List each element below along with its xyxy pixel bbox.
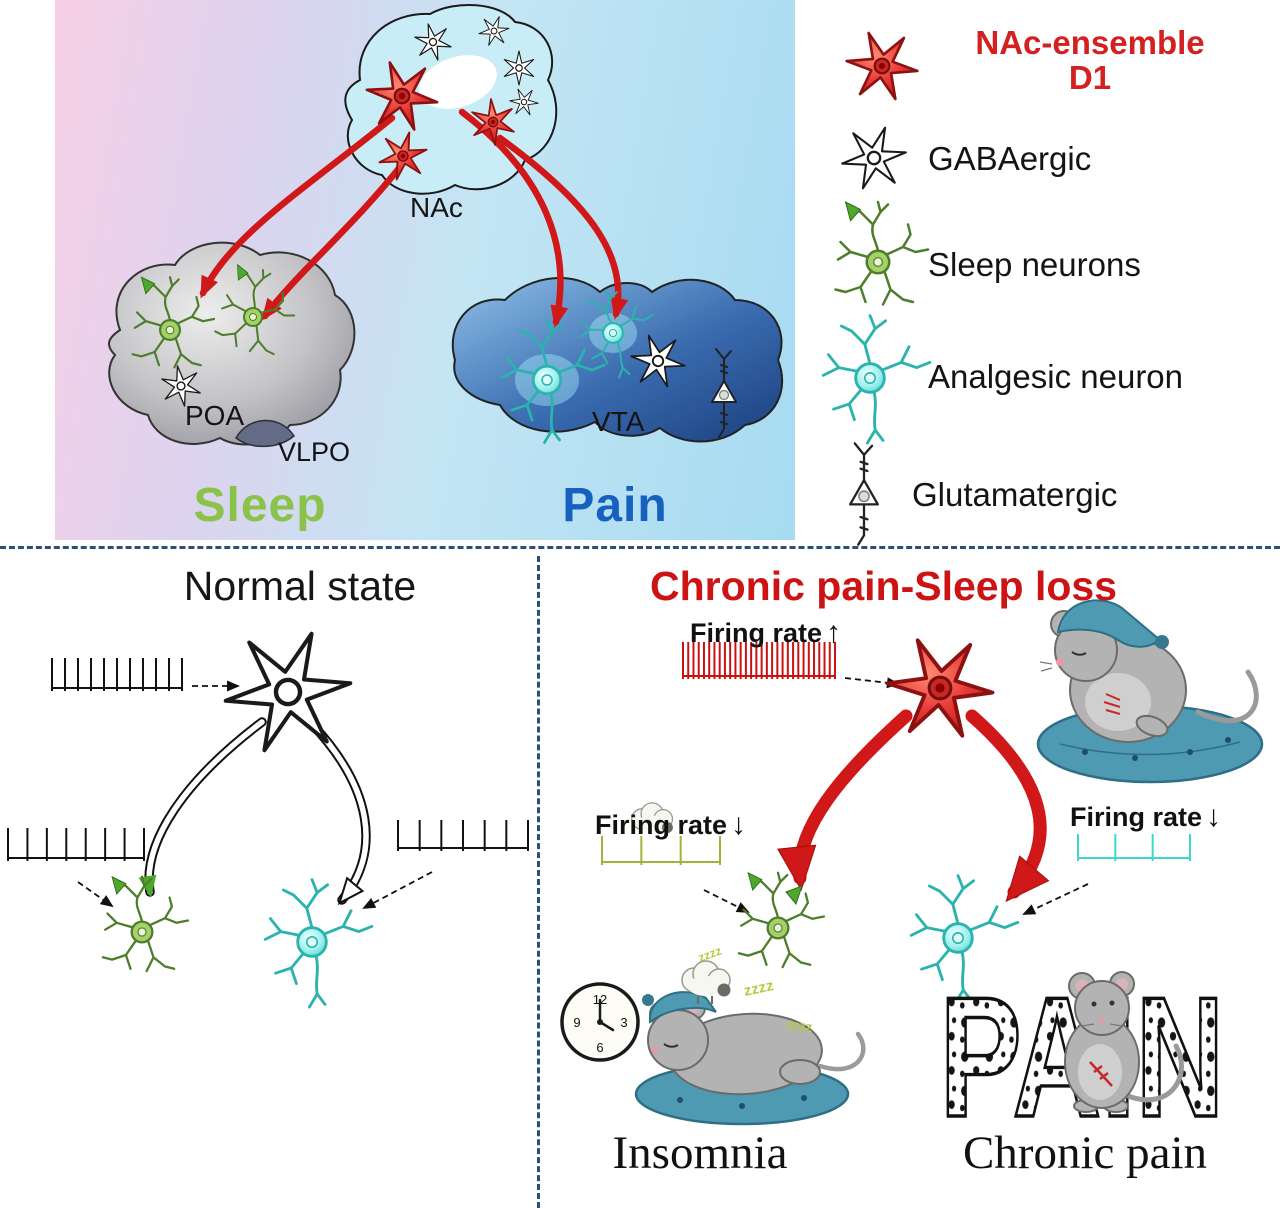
sheep-icon xyxy=(681,960,731,1004)
gabaergic-neuron-icon xyxy=(836,123,912,193)
poa-label: POA xyxy=(185,400,245,431)
clock-3: 3 xyxy=(620,1015,627,1030)
legend-label-analgesic-neuron: Analgesic neuron xyxy=(928,358,1184,395)
chronic-pain-illustration: PAIN xyxy=(938,960,1226,1155)
zzz-text: zzzz xyxy=(786,1016,814,1035)
spike-train-chronic-analgesic xyxy=(1077,834,1191,861)
chronic-output-arrows xyxy=(777,709,1050,903)
down-arrow-icon: ↓ xyxy=(731,808,747,841)
legend-label-glutamatergic: Glutamatergic xyxy=(912,476,1118,513)
legend-d1-line1: NAc-ensemble xyxy=(975,24,1205,61)
zzz-text: zzzz xyxy=(742,977,775,1000)
nac-to-poa-arrow-1 xyxy=(199,114,396,299)
legend-label-d1: NAc-ensemble D1 xyxy=(925,24,1255,96)
normal-dashed-arrows xyxy=(77,680,433,909)
glutamatergic-neuron-icon xyxy=(849,442,879,546)
analgesic-neuron-icon xyxy=(263,878,374,1009)
nac-to-vta-arrow-2 xyxy=(496,134,629,320)
normal-output-arrows xyxy=(138,717,371,906)
insomnia-illustration: 12 3 6 9 xyxy=(560,802,866,1126)
sleep-state-label: Sleep xyxy=(193,479,327,532)
sleep-neuron-icon xyxy=(834,200,930,306)
chronic-pain-sleep-loss-title: Chronic pain-Sleep loss xyxy=(650,563,1118,609)
sleep-neuron-icon xyxy=(737,871,826,969)
clock-9: 9 xyxy=(573,1015,580,1030)
firing-rate-down-text: Firing rate xyxy=(595,810,728,840)
chronic-pain-caption: Chronic pain xyxy=(962,1127,1208,1179)
legend-label-gabaergic: GABAergic xyxy=(928,140,1092,177)
legend-d1-line2: D1 xyxy=(1068,58,1112,96)
analgesic-neuron-icon xyxy=(821,314,932,445)
clock-6: 6 xyxy=(596,1040,603,1055)
green-synapse-tip xyxy=(785,885,803,906)
firing-rate-up-label: Firing rate↑ xyxy=(690,616,841,650)
legend-label-sleep-neurons: Sleep neurons xyxy=(928,246,1141,283)
up-arrow-icon: ↑ xyxy=(826,616,842,649)
spike-train-normal-sleep xyxy=(7,828,145,861)
vlpo-notch xyxy=(235,419,295,448)
nac-to-poa-arrow-2 xyxy=(261,158,408,321)
nac-to-vta-arrow-1 xyxy=(458,108,569,328)
vlpo-label: VLPO xyxy=(278,437,351,467)
firing-rate-down-sleep-label: Firing rate↓ xyxy=(595,808,746,842)
spike-train-normal-input xyxy=(51,658,183,691)
spike-train-normal-analgesic xyxy=(397,820,529,851)
nac-projection-arrows xyxy=(199,108,629,328)
firing-rate-up-text: Firing rate xyxy=(690,618,823,648)
d1-neuron-icon xyxy=(841,29,923,103)
spike-train-chronic-d1 xyxy=(682,642,836,679)
down-arrow-icon: ↓ xyxy=(1206,800,1222,833)
horizontal-dashed-divider xyxy=(0,546,1280,549)
firing-rate-down-text: Firing rate xyxy=(1070,802,1203,832)
firing-rate-down-analgesic-label: Firing rate↓ xyxy=(1070,800,1221,834)
insomnia-caption: Insomnia xyxy=(612,1127,788,1179)
vertical-dashed-divider xyxy=(537,556,540,1208)
nac-label: NAc xyxy=(410,192,463,223)
sheep-icon xyxy=(631,802,674,834)
normal-state-title: Normal state xyxy=(183,563,417,609)
vta-label: VTA xyxy=(592,406,645,437)
pain-state-label: Pain xyxy=(562,479,668,532)
spike-train-chronic-sleep xyxy=(601,836,721,865)
sleepless-mouse-illustration xyxy=(1036,599,1264,784)
